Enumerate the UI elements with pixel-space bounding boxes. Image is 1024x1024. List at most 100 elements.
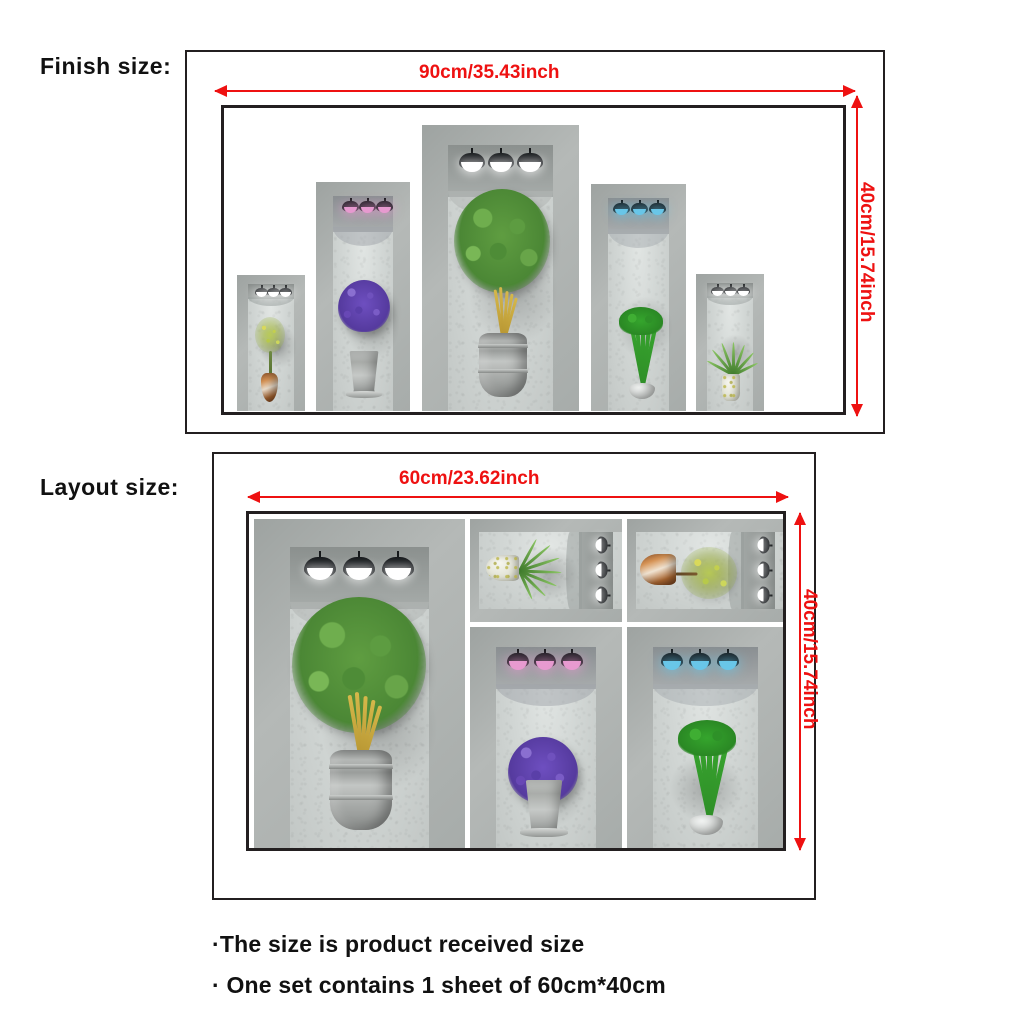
lamp-1 [613, 200, 630, 216]
niche-bamboo [422, 125, 579, 411]
plant-foliage-purple-flower [338, 280, 390, 332]
lamp-stem [284, 285, 287, 288]
lamp-2 [343, 551, 375, 581]
lamp-stem [607, 594, 611, 596]
lamp-bulb [562, 660, 582, 670]
plant-foliage-yellow-tree [255, 317, 285, 353]
lamp-stem [638, 200, 641, 203]
tile-palm [470, 519, 622, 622]
lamp-3 [517, 148, 543, 172]
lamp-3 [561, 649, 583, 670]
lamp-bulb [343, 206, 358, 214]
lamp-bulb [725, 290, 736, 296]
finish-height-arrow [851, 95, 863, 417]
lamp-1 [255, 285, 268, 297]
lamp-shade [342, 201, 359, 212]
lamp-shade [613, 203, 630, 214]
lamp-stem [769, 544, 773, 546]
lamp-stem [397, 551, 399, 557]
plant-foliage-bamboo [454, 189, 550, 293]
lamp-bulb [280, 291, 291, 297]
pot-rim [520, 828, 568, 837]
lamp-2 [359, 198, 376, 214]
plant-lucky-bamboo [677, 720, 736, 819]
plant-foliage-palm [706, 341, 759, 377]
lamp-bulb [377, 206, 392, 214]
lucky-bamboo-crown [619, 307, 663, 335]
layout-artwork [246, 511, 786, 851]
pot-stone-urn [349, 351, 379, 395]
lamp-bulb [345, 567, 373, 581]
finish-size-label: Finish size: [40, 53, 172, 79]
lamp-stem [319, 551, 321, 557]
lamp-stem [716, 284, 719, 287]
lamp-stem [769, 594, 773, 596]
lamp-3 [376, 198, 393, 214]
finish-size-panel: 90cm/35.43inch 40cm/15.74inch [185, 50, 885, 434]
lamp-bulb [662, 660, 682, 670]
layout-width-label: 60cm/23.62inch [399, 468, 540, 489]
lamp-bulb [306, 567, 334, 581]
lamp-shade [631, 203, 648, 214]
lamp-shade [376, 201, 393, 212]
finish-artwork [221, 105, 846, 415]
lamp-shade [649, 203, 666, 214]
niche-back-wall [707, 283, 753, 411]
plant-lucky-bamboo [619, 307, 663, 386]
lamp-stem [727, 649, 729, 653]
lamp-2 [267, 285, 280, 297]
light-scallop [496, 684, 596, 706]
lamp-stem [729, 284, 732, 287]
lamp-bulb [718, 660, 738, 670]
finish-height-label: 40cm/15.74inch [856, 182, 877, 323]
tile-purple-flower [470, 627, 622, 848]
pot-white-bowl [629, 383, 655, 399]
pot-speckled [722, 374, 740, 401]
niche-small-tree [237, 275, 305, 411]
lamp-3 [757, 586, 773, 604]
lamp-stem [517, 649, 519, 653]
lamp-stem [620, 200, 623, 203]
lamp-stem [656, 200, 659, 203]
layout-height-label: 40cm/15.74inch [799, 589, 820, 730]
lamp-stem [272, 285, 275, 288]
finish-width-label: 90cm/35.43inch [419, 62, 560, 83]
pot-copper [640, 554, 676, 585]
lamp-stem [769, 569, 773, 571]
layout-width-arrow [247, 491, 789, 503]
layout-size-label: Layout size: [40, 474, 179, 500]
lamp-2 [724, 284, 737, 296]
light-scallop [653, 684, 758, 706]
lamp-2 [689, 649, 711, 670]
lamp-stem [699, 649, 701, 653]
lamp-stem [742, 284, 745, 287]
lamp-bulb [384, 567, 412, 581]
lamp-stem [607, 569, 611, 571]
lamp-1 [595, 536, 611, 554]
tile-lucky-bamboo [627, 627, 783, 848]
lamp-bulb [360, 206, 375, 214]
lamp-bulb [268, 291, 279, 297]
lamp-bulb [712, 290, 723, 296]
lamp-bulb [461, 161, 483, 172]
lamp-stem [671, 649, 673, 653]
lamp-3 [717, 649, 739, 670]
lamp-stem [607, 544, 611, 546]
pot-speckled [486, 555, 519, 581]
tile-yellow-tree [627, 519, 783, 622]
lucky-bamboo-crown [677, 720, 736, 756]
light-scallop [248, 297, 294, 306]
lamp-1 [507, 649, 529, 670]
lamp-3 [649, 200, 666, 216]
lamp-bulb [632, 208, 647, 216]
lamp-bulb [535, 660, 555, 670]
lamp-bulb [614, 208, 629, 216]
lamp-bulb [256, 291, 267, 297]
tile-bamboo [254, 519, 465, 848]
lamp-2 [757, 561, 773, 579]
lamp-stem [571, 649, 573, 653]
pot-stone-urn [525, 780, 563, 834]
pot-rim [346, 391, 382, 398]
lamp-1 [661, 649, 683, 670]
lamp-stem [544, 649, 546, 653]
